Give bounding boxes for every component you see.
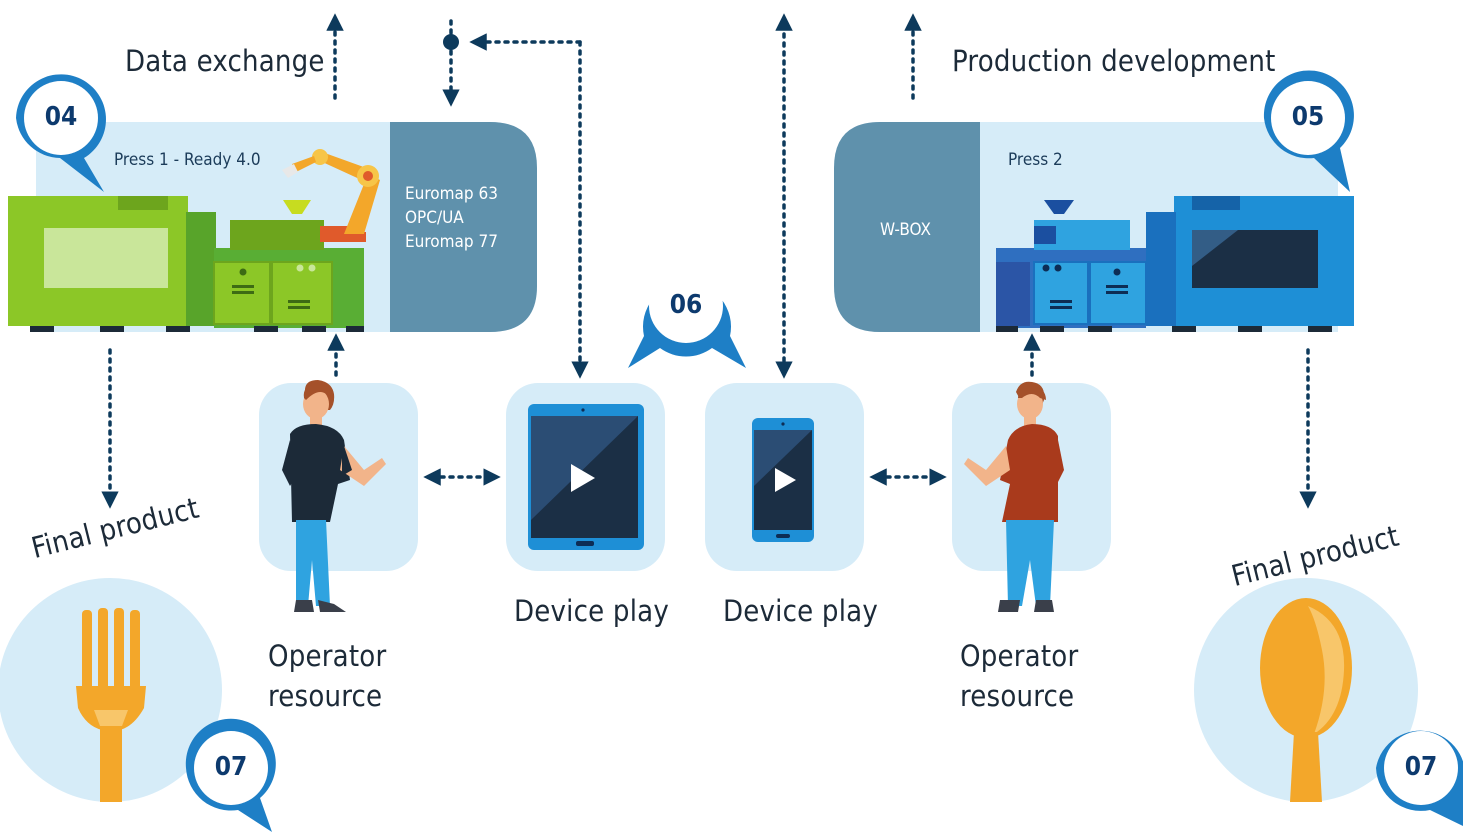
badge-06-number: 06 (669, 290, 703, 320)
operator-left-label-line2: resource (268, 679, 383, 713)
play-icon (775, 468, 796, 492)
device-play-right-label: Device play (723, 594, 878, 628)
operator-right-label-line1: Operator (960, 639, 1079, 673)
operator-right-label: Operator resource (960, 636, 1078, 716)
operator-left-label: Operator resource (268, 636, 386, 716)
press1-title: Press 1 - Ready 4.0 (114, 150, 261, 170)
data-exchange-label: Data exchange (125, 44, 325, 78)
badge-04-number: 04 (44, 102, 78, 132)
press1-machine (8, 196, 364, 332)
protocol-euromap77: Euromap 77 (405, 232, 498, 252)
badge-06-pin (628, 269, 746, 368)
production-development-label: Production development (952, 44, 1276, 78)
device-play-left-label: Device play (514, 594, 669, 628)
protocol-opcua: OPC/UA (405, 208, 464, 228)
badge-07-right-number: 07 (1404, 752, 1438, 782)
press2-title: Press 2 (1008, 150, 1063, 170)
badge-05-pin (1263, 70, 1354, 192)
operator-left-label-line1: Operator (268, 639, 387, 673)
fork-icon (76, 608, 146, 802)
badge-07-left-pin (185, 718, 276, 832)
play-icon (571, 464, 595, 492)
junction-dot (443, 34, 459, 50)
wbox-label: W-BOX (880, 220, 931, 240)
badge-07-right-pin (1376, 730, 1463, 826)
spoon-icon (1260, 598, 1352, 802)
operator-right-figure (964, 381, 1064, 612)
operator-left-figure (282, 380, 386, 612)
protocol-euromap63: Euromap 63 (405, 184, 498, 204)
operator-right-label-line2: resource (960, 679, 1075, 713)
badge-05-number: 05 (1291, 102, 1325, 132)
press1-protocols: Euromap 63 OPC/UA Euromap 77 (405, 182, 498, 254)
badge-07-left-number: 07 (214, 752, 248, 782)
robot-arm-icon (282, 149, 380, 242)
badge-04-pin (16, 74, 106, 192)
phone-icon (752, 418, 814, 542)
tablet-icon (528, 404, 644, 550)
dotted-connectors (101, 13, 1317, 509)
press2-machine (996, 196, 1354, 332)
